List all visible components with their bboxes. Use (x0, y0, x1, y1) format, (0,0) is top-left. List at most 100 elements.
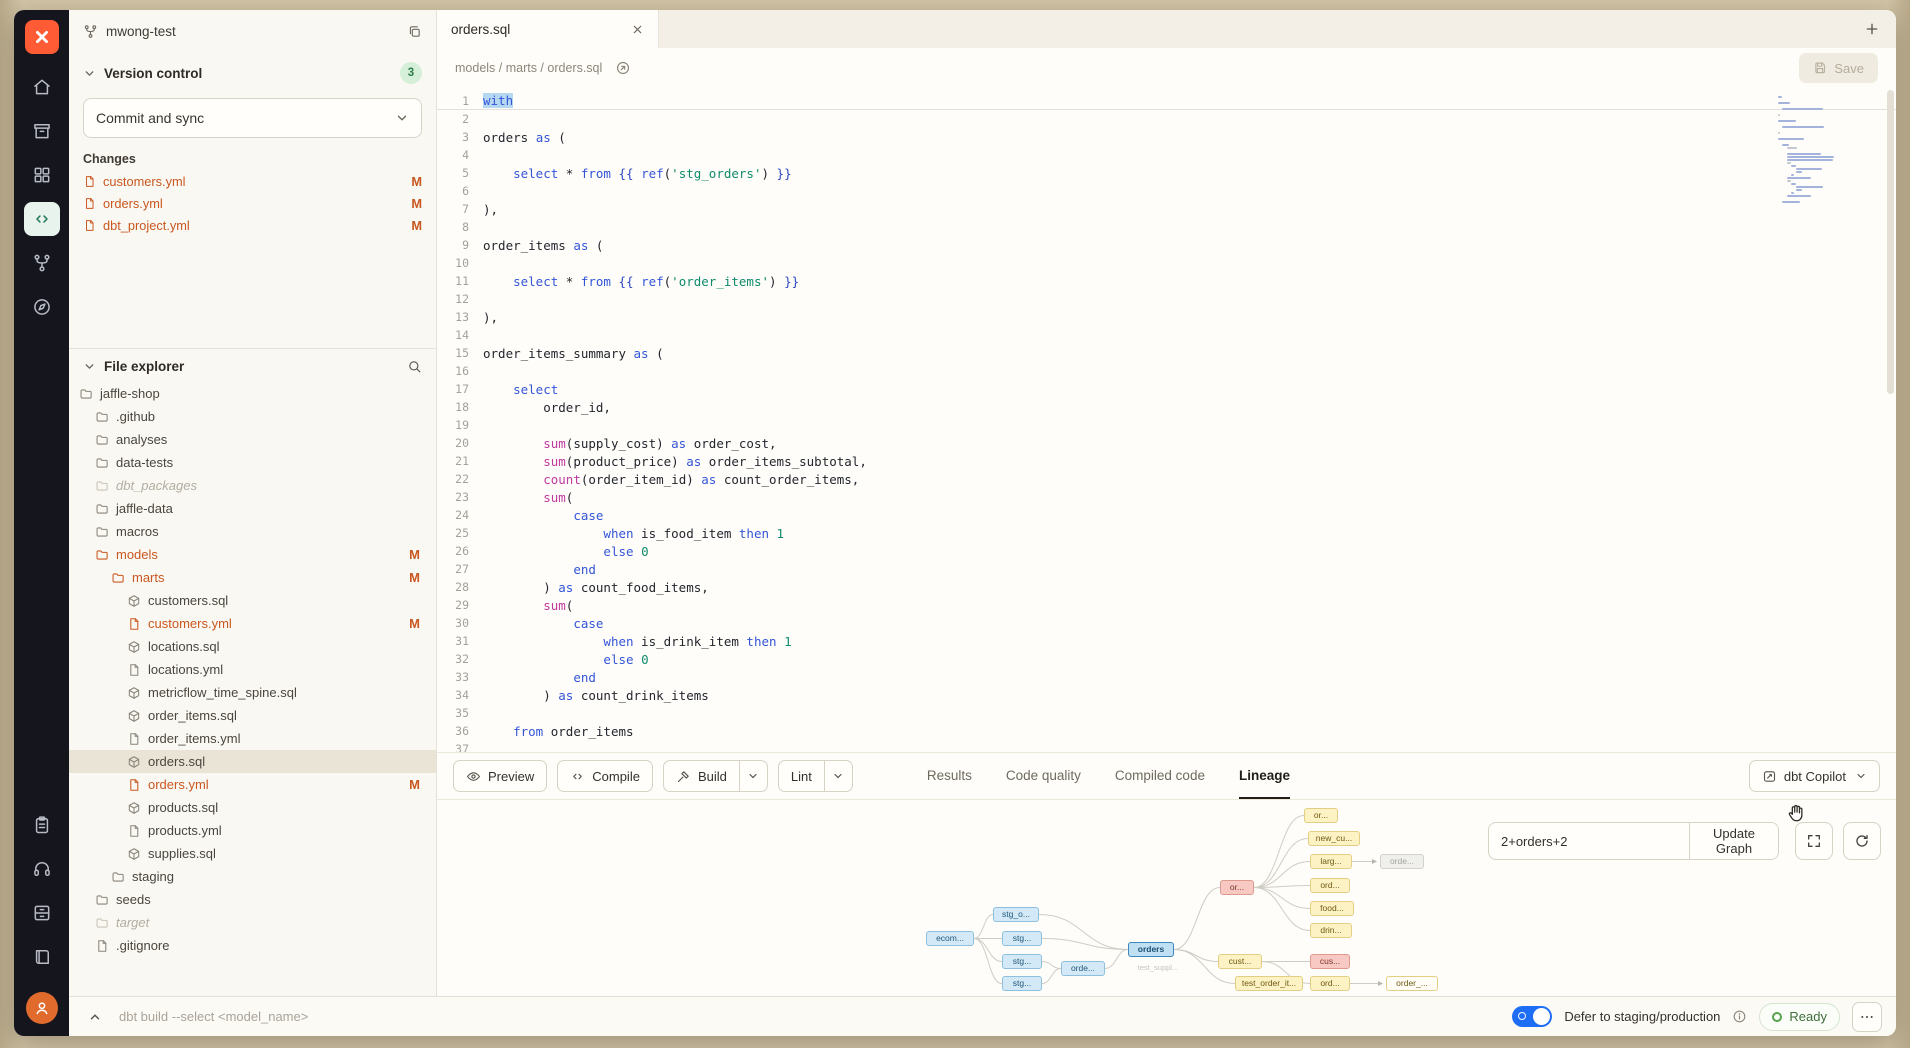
home-icon[interactable] (24, 70, 60, 104)
save-button[interactable]: Save (1799, 53, 1878, 83)
lineage-node-stg1[interactable]: stg... (1002, 931, 1042, 946)
code-line[interactable]: 33 end (437, 668, 1896, 686)
chevron-down-icon[interactable] (395, 111, 409, 125)
lint-button[interactable]: Lint (778, 760, 825, 792)
code-line[interactable]: 14 (437, 326, 1896, 344)
tab-lineage[interactable]: Lineage (1239, 753, 1290, 799)
lineage-node-order_out[interactable]: order_... (1386, 976, 1438, 991)
code-line[interactable]: 9order_items as ( (437, 236, 1896, 254)
tree-item--github[interactable]: .github (69, 405, 436, 428)
dbt-logo-icon[interactable] (25, 20, 59, 54)
close-icon[interactable] (631, 23, 644, 36)
code-line[interactable]: 17 select (437, 380, 1896, 398)
tree-item-locations-yml[interactable]: locations.yml (69, 658, 436, 681)
code-line[interactable]: 1with (437, 92, 1896, 110)
tab-results[interactable]: Results (927, 753, 972, 799)
compass-icon[interactable] (24, 290, 60, 324)
tree-item-customers-yml[interactable]: customers.ymlM (69, 612, 436, 635)
defer-toggle[interactable] (1512, 1006, 1552, 1027)
code-line[interactable]: 26 else 0 (437, 542, 1896, 560)
info-icon[interactable] (1732, 1009, 1747, 1024)
code-line[interactable]: 15order_items_summary as ( (437, 344, 1896, 362)
tree-item-data-tests[interactable]: data-tests (69, 451, 436, 474)
tree-item-orders-yml[interactable]: orders.ymlM (69, 773, 436, 796)
tab-orders-sql[interactable]: orders.sql (437, 10, 659, 48)
code-line[interactable]: 35 (437, 704, 1896, 722)
tree-item-analyses[interactable]: analyses (69, 428, 436, 451)
code-line[interactable]: 21 sum(product_price) as order_items_sub… (437, 452, 1896, 470)
code-editor[interactable]: 1with23orders as (45 select * from {{ re… (437, 88, 1896, 752)
lineage-node-cus_pink[interactable]: cus... (1310, 954, 1350, 969)
editor-scrollbar[interactable] (1886, 90, 1894, 750)
version-control-header[interactable]: Version control 3 (69, 52, 436, 90)
ready-status-badge[interactable]: Ready (1759, 1003, 1840, 1031)
dbt-copilot-button[interactable]: dbt Copilot (1749, 760, 1880, 792)
commit-and-sync-button[interactable]: Commit and sync (83, 98, 422, 138)
project-selector[interactable]: mwong-test (69, 10, 436, 52)
code-line[interactable]: 19 (437, 416, 1896, 434)
code-line[interactable]: 5 select * from {{ ref('stg_orders') }} (437, 164, 1896, 182)
code-line[interactable]: 11 select * from {{ ref('order_items') }… (437, 272, 1896, 290)
tree-item-orders-sql[interactable]: orders.sql (69, 750, 436, 773)
code-line[interactable]: 34 ) as count_drink_items (437, 686, 1896, 704)
compile-button[interactable]: Compile (557, 760, 653, 792)
code-line[interactable]: 18 order_id, (437, 398, 1896, 416)
code-line[interactable]: 2 (437, 110, 1896, 128)
lineage-node-cust[interactable]: cust... (1218, 954, 1262, 969)
minimap[interactable] (1778, 96, 1850, 207)
lineage-node-ord1[interactable]: ord... (1310, 878, 1350, 893)
lineage-selector-input[interactable] (1489, 823, 1689, 859)
git-fork-icon[interactable] (24, 246, 60, 280)
code-line[interactable]: 10 (437, 254, 1896, 272)
dbt-command-input[interactable] (119, 1009, 1500, 1024)
lineage-node-ord2[interactable]: ord... (1310, 976, 1350, 991)
tree-item-jaffle-data[interactable]: jaffle-data (69, 497, 436, 520)
changed-file-row[interactable]: customers.ymlM (83, 170, 422, 192)
build-button[interactable]: Build (663, 760, 740, 792)
code-line[interactable]: 25 when is_food_item then 1 (437, 524, 1896, 542)
notebook-icon[interactable] (24, 940, 60, 974)
code-editor-icon[interactable] (24, 202, 60, 236)
lineage-node-ecom[interactable]: ecom... (926, 931, 974, 946)
code-line[interactable]: 36 from order_items (437, 722, 1896, 740)
code-line[interactable]: 30 case (437, 614, 1896, 632)
code-line[interactable]: 32 else 0 (437, 650, 1896, 668)
tree-item-products-sql[interactable]: products.sql (69, 796, 436, 819)
tree-item-locations-sql[interactable]: locations.sql (69, 635, 436, 658)
lint-dropdown-button[interactable] (825, 760, 853, 792)
tree-item-seeds[interactable]: seeds (69, 888, 436, 911)
tree-item-macros[interactable]: macros (69, 520, 436, 543)
lineage-node-or_y[interactable]: or... (1304, 808, 1338, 823)
tree-item-jaffle-shop[interactable]: jaffle-shop (69, 382, 436, 405)
tree-item-marts[interactable]: martsM (69, 566, 436, 589)
code-line[interactable]: 20 sum(supply_cost) as order_cost, (437, 434, 1896, 452)
tree-item-supplies-sql[interactable]: supplies.sql (69, 842, 436, 865)
code-line[interactable]: 27 end (437, 560, 1896, 578)
code-line[interactable]: 31 when is_drink_item then 1 (437, 632, 1896, 650)
clipboard-icon[interactable] (24, 808, 60, 842)
code-line[interactable]: 24 case (437, 506, 1896, 524)
lineage-node-test_sup[interactable]: test_suppl... (1130, 960, 1186, 975)
archive-icon[interactable] (24, 114, 60, 148)
tree-item-staging[interactable]: staging (69, 865, 436, 888)
open-docs-link-icon[interactable] (612, 57, 634, 79)
tree-item-metricflow-time-spine-sql[interactable]: metricflow_time_spine.sql (69, 681, 436, 704)
tree-item--gitignore[interactable]: .gitignore (69, 934, 436, 957)
refresh-graph-button[interactable] (1843, 822, 1881, 860)
more-options-button[interactable] (1852, 1002, 1882, 1032)
update-graph-button[interactable]: Update Graph (1689, 823, 1778, 859)
code-line[interactable]: 6 (437, 182, 1896, 200)
lineage-panel[interactable]: ecom...stg_o...stg...stg...stg...orde...… (437, 800, 1896, 996)
tree-item-target[interactable]: target (69, 911, 436, 934)
lineage-node-orders[interactable]: orders (1128, 942, 1174, 957)
expand-command-panel-button[interactable] (83, 1005, 107, 1029)
code-line[interactable]: 8 (437, 218, 1896, 236)
fullscreen-button[interactable] (1795, 822, 1833, 860)
editor-scrollbar-thumb[interactable] (1887, 90, 1894, 394)
code-line[interactable]: 29 sum( (437, 596, 1896, 614)
code-line[interactable]: 7), (437, 200, 1896, 218)
code-line[interactable]: 12 (437, 290, 1896, 308)
apps-grid-icon[interactable] (24, 158, 60, 192)
code-line[interactable]: 37 (437, 740, 1896, 752)
changed-file-row[interactable]: dbt_project.ymlM (83, 214, 422, 236)
